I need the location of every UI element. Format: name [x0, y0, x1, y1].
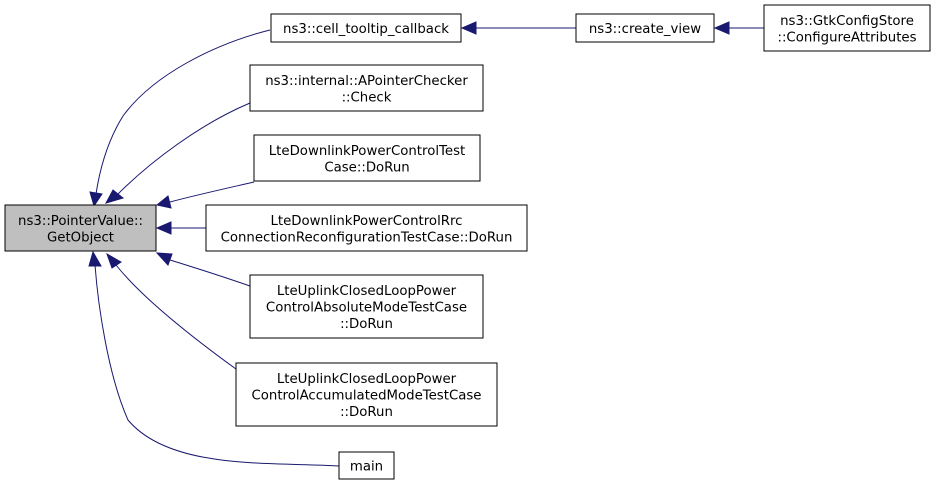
edge-cell_tooltip-to-getobject [89, 29, 271, 208]
node-box[interactable] [338, 451, 395, 480]
arrowhead-icon [106, 252, 122, 269]
edge-line [169, 181, 255, 203]
arrowhead-icon [460, 21, 477, 35]
node-label-line: ns3::cell_tooltip_callback [283, 22, 449, 37]
edge-line [95, 29, 271, 195]
node-lte_ul_acc[interactable]: LteUplinkClosedLoopPowerControlAccumulat… [235, 362, 498, 427]
node-configure_attributes[interactable]: ns3::GtkConfigStore::ConfigureAttributes [763, 4, 931, 52]
node-label-line: LteUplinkClosedLoopPower [277, 284, 457, 299]
node-label-line: Case::DoRun [324, 160, 409, 175]
node-create_view[interactable]: ns3::create_view [575, 13, 715, 43]
node-box[interactable] [4, 204, 157, 252]
node-getobject[interactable]: ns3::PointerValue::GetObject [4, 204, 157, 252]
node-lte_ul_abs[interactable]: LteUplinkClosedLoopPowerControlAbsoluteM… [249, 274, 484, 339]
edge-line [169, 259, 251, 287]
node-box[interactable] [205, 204, 528, 252]
node-label-line: ::DoRun [340, 317, 393, 332]
edge-apointer_check-to-getobject [104, 102, 251, 204]
node-box[interactable] [253, 134, 481, 182]
edge-line [115, 264, 237, 370]
node-apointer_check[interactable]: ns3::internal::APointerChecker::Check [249, 64, 484, 112]
edge-line [117, 102, 251, 195]
node-label-line: ns3::create_view [589, 22, 701, 37]
node-lte_dl_pc_rrc[interactable]: LteDownlinkPowerControlRrcConnectionReco… [205, 204, 528, 252]
arrowhead-icon [89, 191, 103, 208]
edge-line [94, 264, 340, 467]
node-label-line: ControlAbsoluteModeTestCase [266, 301, 467, 316]
arrowhead-icon [155, 252, 173, 266]
node-label-line: GetObject [47, 230, 114, 245]
node-label-line: ::Check [342, 90, 392, 105]
node-label-line: LteDownlinkPowerControlTest [269, 144, 465, 159]
edge-create_view-to-cell_tooltip [460, 21, 576, 35]
node-label-line: ns3::PointerValue:: [18, 214, 143, 229]
node-box[interactable] [763, 4, 931, 52]
arrowhead-icon [713, 21, 730, 35]
node-label-line: ns3::internal::APointerChecker [265, 74, 468, 89]
edge-lte_dl_pc-to-getobject [155, 181, 255, 209]
node-box[interactable] [249, 274, 484, 339]
node-label-line: ns3::GtkConfigStore [780, 14, 914, 29]
node-cell_tooltip[interactable]: ns3::cell_tooltip_callback [270, 13, 462, 43]
node-label-line: ControlAccumulatedModeTestCase [252, 389, 482, 404]
node-main[interactable]: main [338, 451, 395, 480]
nodes-layer: ns3::PointerValue::GetObject ns3::cell_to… [4, 4, 931, 480]
node-label-line: ConnectionReconfigurationTestCase::DoRun [221, 230, 513, 245]
node-box[interactable] [270, 13, 462, 43]
node-label-line: ::ConfigureAttributes [777, 30, 916, 45]
edge-lte_ul_abs-to-getobject [155, 252, 251, 287]
node-box[interactable] [575, 13, 715, 43]
edge-configure_attributes-to-create_view [713, 21, 764, 35]
edge-lte_ul_acc-to-getobject [106, 252, 237, 370]
node-box[interactable] [235, 362, 498, 427]
edges-layer [88, 21, 764, 467]
arrowhead-icon [155, 195, 172, 209]
node-label-line: LteUplinkClosedLoopPower [277, 372, 457, 387]
node-label-line: ::DoRun [340, 405, 393, 420]
arrowhead-icon [104, 189, 125, 204]
node-label-line: LteDownlinkPowerControlRrc [271, 214, 463, 229]
node-box[interactable] [249, 64, 484, 112]
arrowhead-icon [155, 221, 172, 235]
edge-lte_dl_pc_rrc-to-getobject [155, 221, 206, 235]
arrowhead-icon [88, 250, 102, 267]
node-label-line: main [350, 460, 383, 475]
edge-main-to-getobject [88, 250, 340, 467]
